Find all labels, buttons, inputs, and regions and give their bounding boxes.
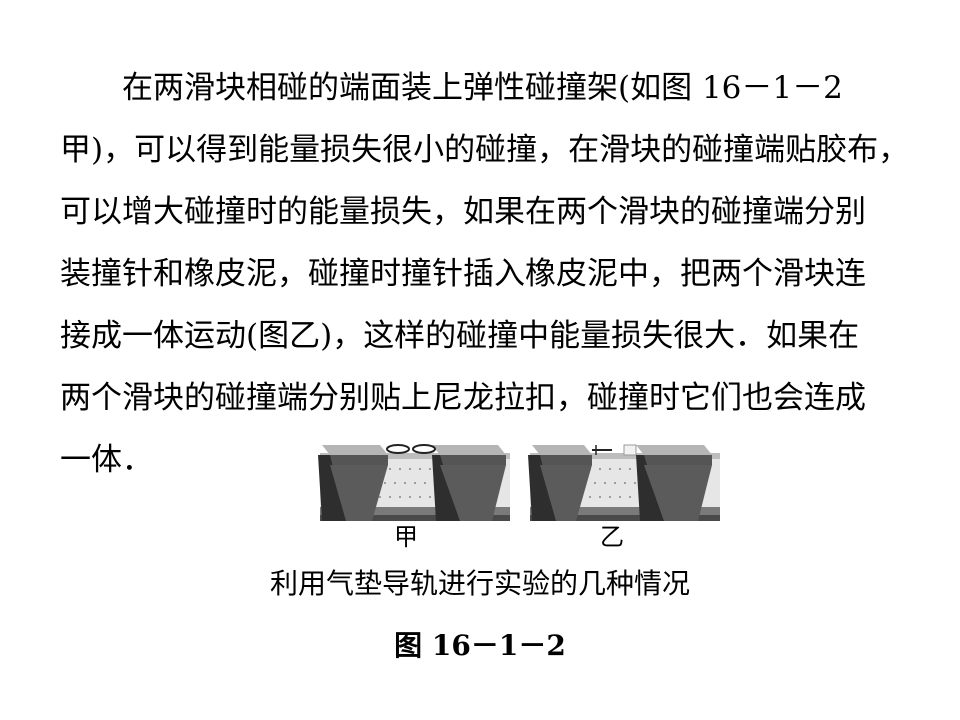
needle-icon (592, 445, 612, 455)
clay-icon (623, 444, 637, 456)
paragraph-line: 在两滑块相碰的端面装上弹性碰撞架(如图 16－1－2 (60, 70, 843, 106)
slider-block (432, 445, 506, 521)
elastic-bumper-icon (386, 444, 436, 454)
slider-block (318, 445, 388, 521)
paragraph-line: 装撞针和橡皮泥，碰撞时撞针插入橡皮泥中，把两个滑块连 (60, 256, 866, 292)
figure-label-left: 甲 (394, 523, 418, 551)
figure-caption: 利用气垫导轨进行实验的几种情况 (269, 567, 690, 600)
paragraph-line: 一体． (60, 442, 153, 478)
air-track-illustration (318, 444, 720, 521)
paragraph-line: 甲)，可以得到能量损失很小的碰撞，在滑块的碰撞端贴胶布， (60, 132, 900, 168)
track-left (318, 444, 510, 521)
paragraph-line: 两个滑块的碰撞端分别贴上尼龙拉扣，碰撞时它们也会连成 (60, 380, 866, 416)
paragraph-line: 接成一体运动(图乙)，这样的碰撞中能量损失很大．如果在 (60, 318, 860, 354)
figure-label-right: 乙 (600, 523, 624, 551)
paragraph-line: 可以增大碰撞时的能量损失，如果在两个滑块的碰撞端分别 (60, 194, 866, 230)
air-track-figure: 甲 乙 (310, 425, 730, 555)
track-right (528, 444, 720, 521)
figure-number: 图 16－1－2 (394, 629, 566, 662)
slider-block (528, 445, 592, 521)
slider-block (636, 445, 712, 521)
